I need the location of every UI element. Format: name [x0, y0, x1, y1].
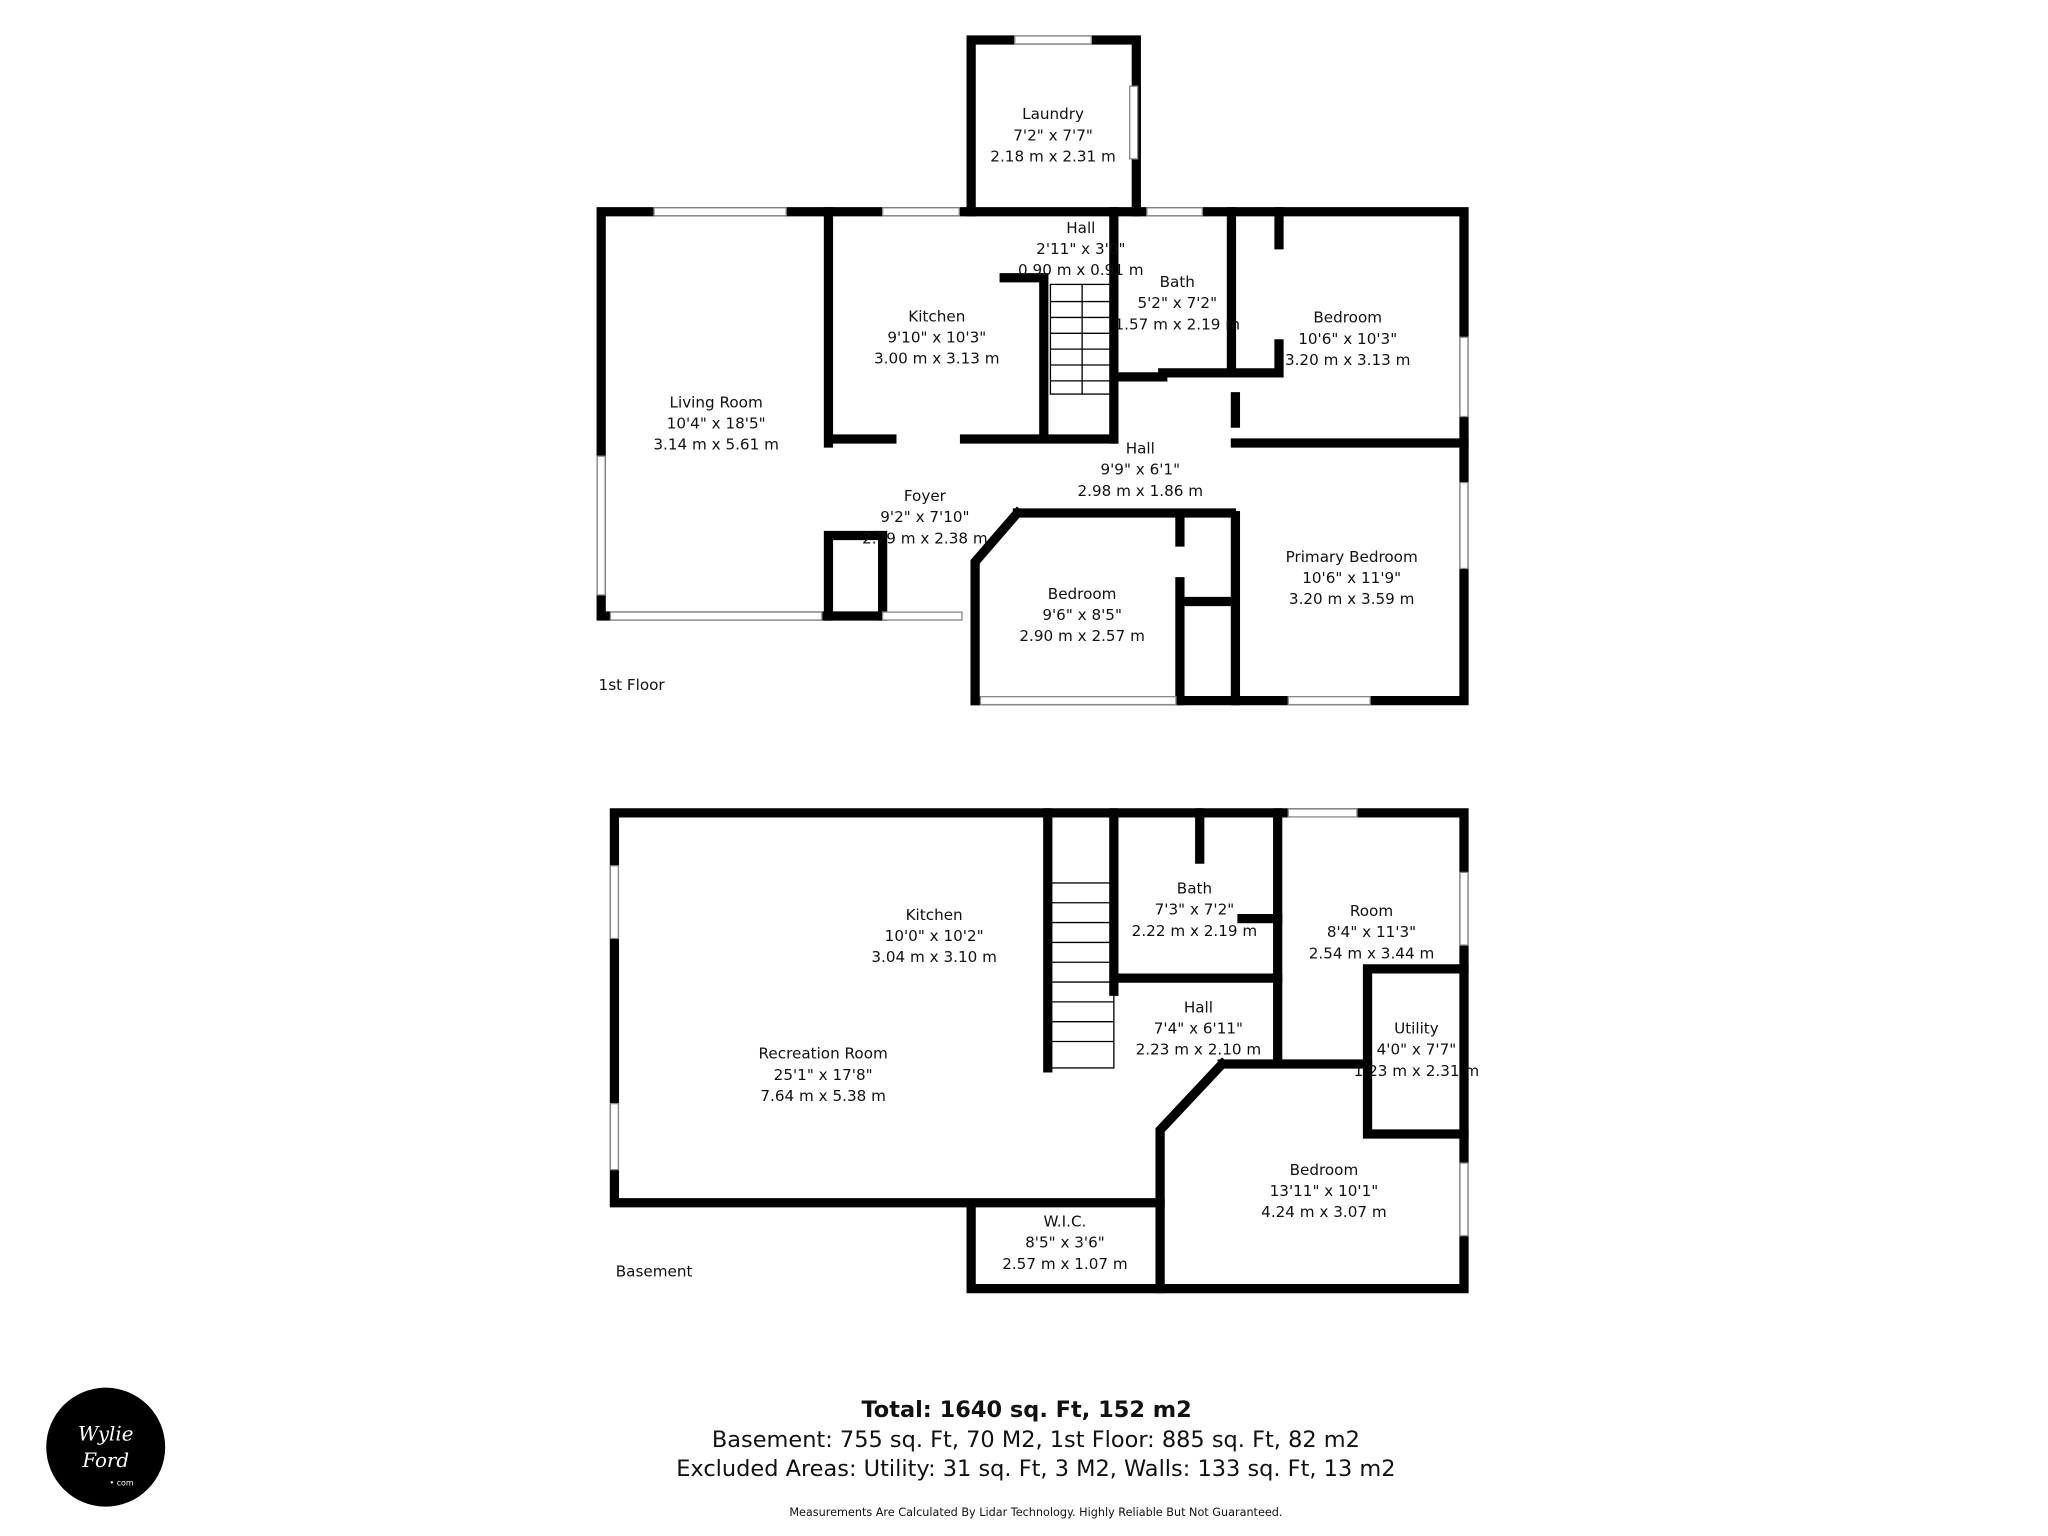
room-imperial: 7'2" x 7'7"	[1013, 126, 1093, 144]
room-metric: 0.90 m x 0.91 m	[1018, 261, 1144, 279]
room-metric: 4.24 m x 3.07 m	[1261, 1203, 1387, 1221]
room-metric: 7.64 m x 5.38 m	[760, 1087, 886, 1105]
room-name: Kitchen	[908, 307, 965, 325]
room-imperial: 5'2" x 7'2"	[1137, 294, 1217, 312]
room-name: Laundry	[1022, 105, 1084, 123]
room-imperial: 4'0" x 7'7"	[1377, 1041, 1457, 1059]
basement-stairs	[1049, 882, 1115, 1069]
room-name: Room	[1350, 902, 1393, 920]
room-imperial: 9'6" x 8'5"	[1042, 606, 1122, 624]
excluded-areas: Excluded Areas: Utility: 31 sq. Ft, 3 M2…	[676, 1456, 1395, 1482]
room-imperial: 10'0" x 10'2"	[885, 927, 984, 945]
room-name: Recreation Room	[759, 1045, 888, 1063]
svg-text:• com: • com	[110, 1478, 134, 1487]
svg-text:Ford: Ford	[81, 1449, 129, 1472]
room-imperial: 10'6" x 11'9"	[1302, 569, 1401, 587]
room-name: Kitchen	[906, 906, 963, 924]
first-floor-walls	[596, 35, 1469, 706]
total-area: Total: 1640 sq. Ft, 152 m2	[861, 1397, 1191, 1423]
wylie-ford-logo: Wylie Ford • com	[46, 1387, 166, 1507]
room-name: Living Room	[670, 393, 763, 411]
room-metric: 3.20 m x 3.13 m	[1285, 351, 1411, 369]
floor-label-1st: 1st Floor	[599, 676, 666, 694]
room-imperial: 10'6" x 10'3"	[1298, 330, 1397, 348]
disclaimer: Measurements Are Calculated By Lidar Tec…	[789, 1506, 1282, 1519]
room-imperial: 8'4" x 11'3"	[1327, 923, 1416, 941]
room-name: Bedroom	[1290, 1161, 1359, 1179]
room-name: W.I.C.	[1044, 1212, 1087, 1230]
room-name: Utility	[1394, 1020, 1439, 1038]
room-metric: 2.18 m x 2.31 m	[990, 148, 1116, 166]
room-imperial: 13'11" x 10'1"	[1270, 1182, 1379, 1200]
room-metric: 2.22 m x 2.19 m	[1132, 922, 1258, 940]
room-imperial: 7'3" x 7'2"	[1155, 901, 1235, 919]
room-name: Bedroom	[1313, 309, 1382, 327]
room-metric: 3.14 m x 5.61 m	[653, 436, 779, 454]
room-imperial: 10'4" x 18'5"	[667, 414, 766, 432]
room-imperial: 7'4" x 6'11"	[1154, 1020, 1243, 1038]
svg-text:Wylie: Wylie	[78, 1423, 133, 1446]
basement-windows	[609, 808, 1469, 1237]
room-labels: Laundry 7'2" x 7'7" 2.18 m x 2.31 m Hall 2'1…	[653, 105, 1479, 1273]
room-metric: 2.54 m x 3.44 m	[1309, 944, 1435, 962]
room-name: Primary Bedroom	[1286, 548, 1418, 566]
first-floor-windows	[596, 35, 1469, 706]
room-metric: 3.20 m x 3.59 m	[1289, 590, 1415, 608]
room-metric: 1.57 m x 2.19 m	[1115, 315, 1241, 333]
room-metric: 2.57 m x 1.07 m	[1002, 1255, 1128, 1273]
room-imperial: 8'5" x 3'6"	[1025, 1234, 1105, 1252]
room-name: Hall	[1066, 219, 1095, 237]
room-name: Foyer	[904, 487, 947, 505]
room-metric: 3.04 m x 3.10 m	[871, 948, 997, 966]
room-name: Bath	[1160, 273, 1195, 291]
room-metric: 2.23 m x 2.10 m	[1136, 1041, 1262, 1059]
room-imperial: 25'1" x 17'8"	[774, 1066, 873, 1084]
room-metric: 2.98 m x 1.86 m	[1078, 482, 1204, 500]
floor-label-basement: Basement	[616, 1263, 693, 1281]
room-metric: 2.79 m x 2.38 m	[862, 529, 988, 547]
room-name: Hall	[1184, 998, 1213, 1016]
room-name: Bedroom	[1048, 585, 1117, 603]
room-name: Hall	[1126, 440, 1155, 458]
room-metric: 2.90 m x 2.57 m	[1019, 627, 1145, 645]
room-metric: 1.23 m x 2.31 m	[1354, 1062, 1480, 1080]
floor-areas: Basement: 755 sq. Ft, 70 M2, 1st Floor: …	[712, 1427, 1360, 1453]
room-imperial: 9'9" x 6'1"	[1100, 461, 1180, 479]
room-imperial: 2'11" x 3'0"	[1036, 240, 1125, 258]
room-imperial: 9'2" x 7'10"	[880, 508, 969, 526]
room-metric: 3.00 m x 3.13 m	[874, 350, 1000, 368]
room-imperial: 9'10" x 10'3"	[887, 329, 986, 347]
first-floor-stairs	[1049, 283, 1115, 395]
room-name: Bath	[1177, 880, 1212, 898]
